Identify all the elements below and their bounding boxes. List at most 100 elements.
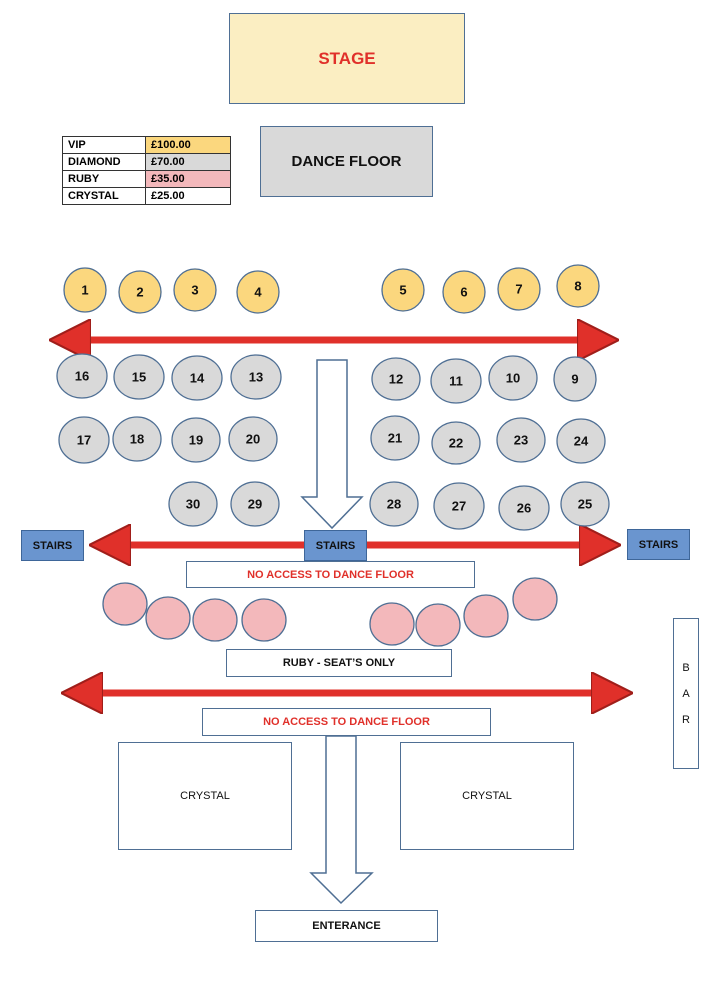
diamond-table-18[interactable]: 18 (112, 416, 162, 462)
ruby-table[interactable] (512, 577, 558, 621)
vip-table-6[interactable]: 6 (442, 270, 486, 314)
diamond-table-14[interactable]: 14 (171, 355, 223, 401)
ruby-table[interactable] (102, 582, 148, 626)
stairs-right[interactable]: STAIRS (627, 529, 690, 560)
diamond-table-number: 30 (186, 497, 200, 512)
diamond-table-number: 25 (578, 497, 592, 512)
diamond-table-number: 21 (388, 431, 402, 446)
ruby-table[interactable] (463, 594, 509, 638)
vip-table-4[interactable]: 4 (236, 270, 280, 314)
no-access-banner-top: NO ACCESS TO DANCE FLOOR (186, 561, 475, 588)
diamond-table-number: 26 (517, 501, 531, 516)
vip-table-number: 3 (191, 283, 198, 298)
diamond-table-circle[interactable] (496, 417, 546, 463)
stage: STAGE (229, 13, 465, 104)
no-access-label: NO ACCESS TO DANCE FLOOR (247, 568, 414, 581)
diamond-table-circle[interactable] (433, 482, 485, 530)
vip-table-number: 4 (254, 285, 262, 300)
diamond-table-circle[interactable] (369, 481, 419, 527)
ruby-tables (102, 577, 558, 647)
vip-table-circle[interactable] (381, 268, 425, 312)
diamond-table-11[interactable]: 11 (430, 358, 482, 404)
diamond-table-16[interactable]: 16 (56, 353, 108, 399)
ruby-label: RUBY - SEAT’S ONLY (282, 657, 396, 669)
crystal-area-left[interactable]: CRYSTAL (118, 742, 292, 850)
diamond-table-number: 11 (449, 374, 463, 389)
vip-table-circle[interactable] (63, 267, 107, 313)
diamond-table-circle[interactable] (371, 357, 421, 401)
crystal-area-right[interactable]: CRYSTAL (400, 742, 574, 850)
ruby-table[interactable] (241, 598, 287, 642)
vip-table-circle[interactable] (442, 270, 486, 314)
diamond-table-circle[interactable] (228, 416, 278, 462)
vip-table-8[interactable]: 8 (556, 264, 600, 308)
vip-table-3[interactable]: 3 (173, 268, 217, 312)
diamond-table-circle[interactable] (168, 481, 218, 527)
diamond-table-17[interactable]: 17 (58, 416, 110, 464)
entrance-label: ENTERANCE (312, 920, 381, 932)
diamond-table-13[interactable]: 13 (230, 354, 282, 400)
legend-row-ruby: RUBY £35.00 (62, 170, 231, 188)
ruby-table[interactable] (145, 596, 191, 640)
diamond-table-9[interactable]: 9 (553, 356, 597, 402)
diamond-table-30[interactable]: 30 (168, 481, 218, 527)
diamond-table-21[interactable]: 21 (370, 415, 420, 461)
diamond-table-circle[interactable] (171, 417, 221, 463)
diamond-table-circle[interactable] (498, 485, 550, 531)
dance-floor: DANCE FLOOR (260, 126, 433, 197)
diamond-table-number: 22 (449, 436, 463, 451)
diamond-table-20[interactable]: 20 (228, 416, 278, 462)
vip-table-circle[interactable] (118, 270, 162, 314)
diamond-table-circle[interactable] (58, 416, 110, 464)
diamond-table-25[interactable]: 25 (560, 481, 610, 527)
vip-table-5[interactable]: 5 (381, 268, 425, 312)
stairs-left[interactable]: STAIRS (21, 530, 84, 561)
vip-table-circle[interactable] (236, 270, 280, 314)
vip-table-circle[interactable] (556, 264, 600, 308)
bar-letter: A (682, 687, 690, 700)
diamond-table-number: 20 (246, 432, 260, 447)
diamond-table-circle[interactable] (553, 356, 597, 402)
diamond-table-circle[interactable] (430, 358, 482, 404)
diamond-table-12[interactable]: 12 (371, 357, 421, 401)
vip-table-number: 6 (460, 285, 467, 300)
diamond-table-15[interactable]: 15 (113, 354, 165, 400)
diamond-table-circle[interactable] (112, 416, 162, 462)
entrance[interactable]: ENTERANCE (255, 910, 438, 942)
diamond-table-circle[interactable] (488, 355, 538, 401)
diamond-table-24[interactable]: 24 (556, 418, 606, 464)
diamond-table-26[interactable]: 26 (498, 485, 550, 531)
diamond-table-19[interactable]: 19 (171, 417, 221, 463)
diamond-table-circle[interactable] (171, 355, 223, 401)
crystal-label: CRYSTAL (462, 790, 512, 802)
vip-table-circle[interactable] (173, 268, 217, 312)
diamond-table-circle[interactable] (230, 354, 282, 400)
diamond-table-29[interactable]: 29 (230, 481, 280, 527)
diamond-table-22[interactable]: 22 (431, 421, 481, 465)
diamond-table-circle[interactable] (431, 421, 481, 465)
diamond-table-circle[interactable] (560, 481, 610, 527)
vip-table-1[interactable]: 1 (63, 267, 107, 313)
diamond-table-10[interactable]: 10 (488, 355, 538, 401)
diamond-table-circle[interactable] (556, 418, 606, 464)
diamond-table-circle[interactable] (370, 415, 420, 461)
bar-letter: R (682, 713, 690, 726)
diamond-table-number: 27 (452, 499, 466, 514)
diamond-table-27[interactable]: 27 (433, 482, 485, 530)
vip-table-circle[interactable] (497, 267, 541, 311)
vip-table-2[interactable]: 2 (118, 270, 162, 314)
diamond-table-circle[interactable] (230, 481, 280, 527)
diamond-table-28[interactable]: 28 (369, 481, 419, 527)
diamond-table-number: 18 (130, 432, 144, 447)
ruby-table[interactable] (415, 603, 461, 647)
diamond-table-number: 9 (571, 372, 578, 387)
ruby-table[interactable] (369, 602, 415, 646)
diamond-table-circle[interactable] (113, 354, 165, 400)
diamond-table-circle[interactable] (56, 353, 108, 399)
diamond-table-number: 16 (75, 369, 89, 384)
stairs-center[interactable]: STAIRS (304, 530, 367, 561)
diamond-table-23[interactable]: 23 (496, 417, 546, 463)
vip-table-7[interactable]: 7 (497, 267, 541, 311)
ruby-table[interactable] (192, 598, 238, 642)
diamond-table-number: 17 (77, 433, 91, 448)
